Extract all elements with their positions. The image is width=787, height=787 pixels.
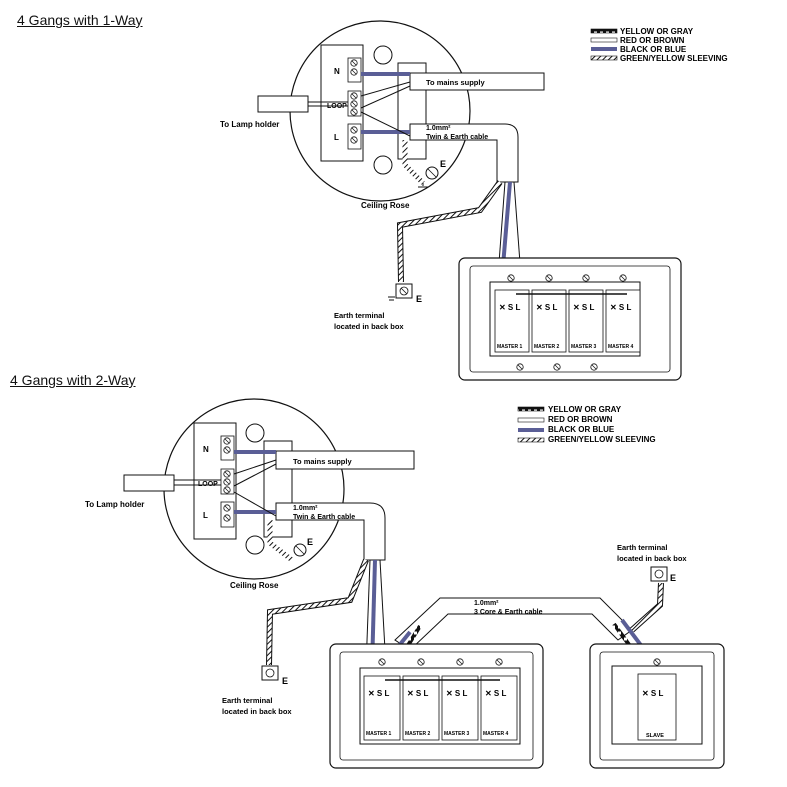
legend1-black: BLACK OR BLUE <box>620 45 687 54</box>
legend2-green: GREEN/YELLOW SLEEVING <box>548 435 656 444</box>
cable3: 1.0mm² <box>474 600 499 607</box>
gang4-terms: ✕ S L <box>610 303 631 312</box>
to-mains-2: To mains supply <box>293 457 352 466</box>
to-lamp-holder-1: To Lamp holder <box>220 120 279 129</box>
diagram2: YELLOW OR GRAY RED OR BROWN BLACK OR BLU… <box>85 398 725 769</box>
m-gang1-terms: ✕ S L <box>368 689 389 698</box>
rose1-l: L <box>334 133 339 142</box>
earth-terminal2-l2: located in back box <box>222 707 292 716</box>
gang4-label: MASTER 4 <box>608 344 634 350</box>
earth-terminal2-l1: Earth terminal <box>222 696 272 705</box>
diagram1: YELLOW OR GRAY RED OR BROWN BLACK OR BLU… <box>220 20 728 381</box>
switch-plate-master: ✕ S L ✕ S L ✕ S L ✕ S L MASTER 1 MASTER … <box>329 643 544 769</box>
m-gang1-label: MASTER 1 <box>366 731 392 737</box>
ceiling-rose-label-1: Ceiling Rose <box>361 201 410 210</box>
rose2-earth-letter: E <box>307 537 313 547</box>
to-mains-1: To mains supply <box>426 78 485 87</box>
cable2: 1.0mm² <box>293 505 318 512</box>
ceiling-rose-label-2: Ceiling Rose <box>230 581 279 590</box>
legend1-green: GREEN/YELLOW SLEEVING <box>620 54 728 63</box>
switch-plate-slave: ✕ S L SLAVE <box>589 643 725 769</box>
earth-terminal3-l2: located in back box <box>617 554 687 563</box>
earth2-e: E <box>282 676 288 686</box>
gang2-terms: ✕ S L <box>536 303 557 312</box>
legend2-red: RED OR BROWN <box>548 415 613 424</box>
to-lamp-holder-2: To Lamp holder <box>85 500 144 509</box>
slave-terms: ✕ S L <box>642 689 663 698</box>
slave-label: SLAVE <box>646 733 664 739</box>
legend1-yellow: YELLOW OR GRAY <box>620 27 694 36</box>
m-gang2-label: MASTER 2 <box>405 731 431 737</box>
earth-terminal1-l2: located in back box <box>334 322 404 331</box>
cable2-sub: Twin & Earth cable <box>293 514 355 521</box>
earth1-e: E <box>416 294 422 304</box>
legend-2: YELLOW OR GRAY RED OR BROWN BLACK OR BLU… <box>517 405 656 444</box>
earth-terminal1-l1: Earth terminal <box>334 311 384 320</box>
gang3-label: MASTER 3 <box>571 344 597 350</box>
m-gang4-label: MASTER 4 <box>483 731 509 737</box>
m-gang2-terms: ✕ S L <box>407 689 428 698</box>
rose1-n: N <box>334 67 340 76</box>
legend2-black: BLACK OR BLUE <box>548 425 615 434</box>
gang1-terms: ✕ S L <box>499 303 520 312</box>
m-gang3-terms: ✕ S L <box>446 689 467 698</box>
diagram2-title: 4 Gangs with 2-Way <box>10 372 136 388</box>
earth-terminal3-l1: Earth terminal <box>617 543 667 552</box>
cable1: 1.0mm² <box>426 125 451 132</box>
rose2-l: L <box>203 511 208 520</box>
legend2-yellow: YELLOW OR GRAY <box>548 405 622 414</box>
earth3-e: E <box>670 573 676 583</box>
rose2-n: N <box>203 445 209 454</box>
cable3-sub: 3 Core & Earth cable <box>474 609 543 616</box>
gang2-label: MASTER 2 <box>534 344 560 350</box>
gang1-label: MASTER 1 <box>497 344 523 350</box>
m-gang4-terms: ✕ S L <box>485 689 506 698</box>
switch-plate-1: ✕ S L ✕ S L ✕ S L ✕ S L MASTER 1 MASTER … <box>458 257 682 381</box>
rose1-earth-letter: E <box>440 159 446 169</box>
legend1-red: RED OR BROWN <box>620 36 685 45</box>
m-gang3-label: MASTER 3 <box>444 731 470 737</box>
diagram1-title: 4 Gangs with 1-Way <box>17 12 143 28</box>
gang3-terms: ✕ S L <box>573 303 594 312</box>
cable1-sub: Twin & Earth cable <box>426 134 488 141</box>
legend-1: YELLOW OR GRAY RED OR BROWN BLACK OR BLU… <box>590 27 728 63</box>
